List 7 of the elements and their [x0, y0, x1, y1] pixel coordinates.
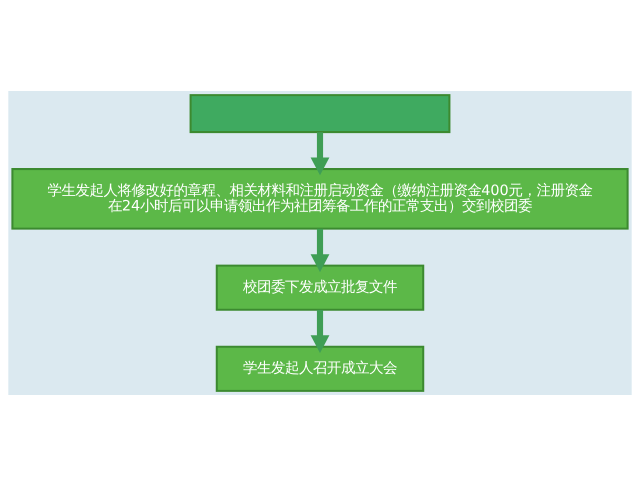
node-box — [190, 94, 450, 133]
arrow — [310, 132, 330, 175]
node-box: 学生发起人召开成立大会 — [216, 345, 424, 392]
arrow — [310, 228, 330, 272]
node-box: 学生发起人将修改好的章程、相关材料和注册启动资金（缴纳注册资金400元，注册资金在24小时后可以申请领出作为社团筹备工作的正常支出）交到校团委 — [11, 168, 629, 230]
arrow — [310, 309, 330, 353]
node-box: 校团委下发成立批复文件 — [216, 264, 424, 310]
